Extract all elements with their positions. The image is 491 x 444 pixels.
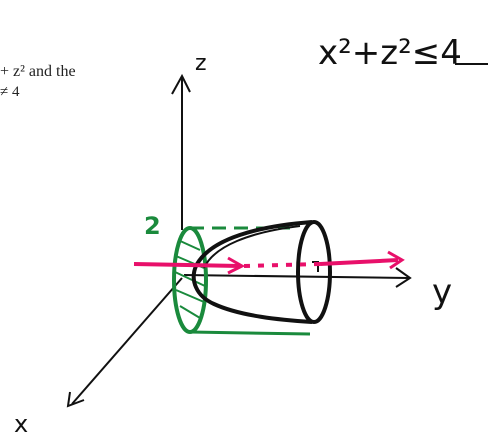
inequality-annotation: x²+z²≤4 — [318, 33, 462, 73]
z-axis: z — [171, 51, 207, 230]
z-axis-label: z — [195, 51, 207, 76]
radius-label: 2 — [144, 212, 161, 240]
y-direction-ray — [133, 250, 405, 275]
z-axis-arrowhead — [171, 73, 191, 95]
x-axis-label: x — [14, 410, 28, 438]
cylinder-bottom-edge — [189, 330, 311, 336]
y-axis-label: y — [432, 272, 452, 312]
disk-hatching — [174, 239, 206, 319]
ray-arrowhead — [387, 250, 405, 270]
paraboloid-surface — [191, 220, 332, 324]
x-axis-arrowhead — [66, 391, 85, 408]
textbook-snippet-line-2: ≠ 4 — [0, 84, 20, 100]
y-axis: y — [183, 267, 452, 312]
x-axis: x — [14, 277, 183, 438]
cylinder-disk: 2 — [144, 212, 311, 336]
textbook-snippet-line-1: + z² and the — [0, 63, 76, 80]
y-axis-arrowhead — [395, 267, 412, 288]
